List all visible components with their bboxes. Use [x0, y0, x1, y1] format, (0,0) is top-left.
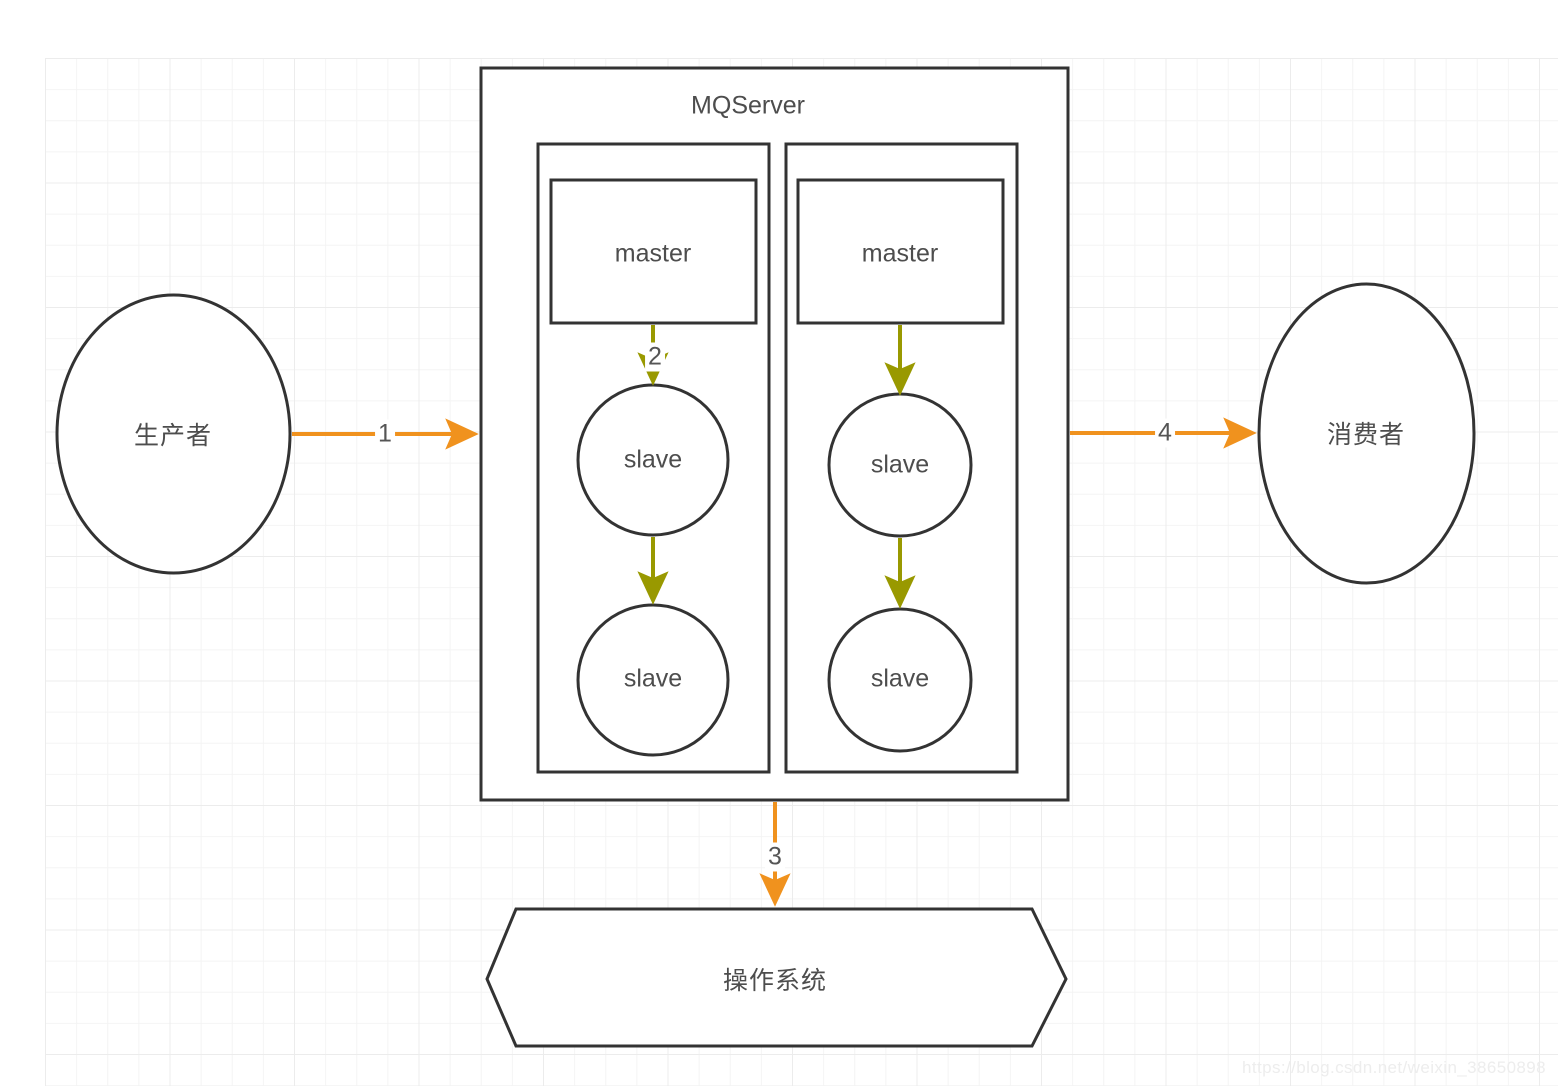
os-hexagon[interactable] [485, 907, 1068, 1048]
broker-right-master-box[interactable] [796, 178, 1005, 325]
consumer-ellipse[interactable] [1257, 282, 1476, 585]
producer-ellipse[interactable] [55, 293, 292, 575]
broker-left-slave-top-circle[interactable] [576, 383, 730, 537]
broker-right-slave-bottom-circle[interactable] [827, 607, 973, 753]
broker-left-master-box[interactable] [549, 178, 758, 325]
broker-right-slave-top-circle[interactable] [827, 392, 973, 538]
broker-left-slave-bottom-circle[interactable] [576, 603, 730, 757]
